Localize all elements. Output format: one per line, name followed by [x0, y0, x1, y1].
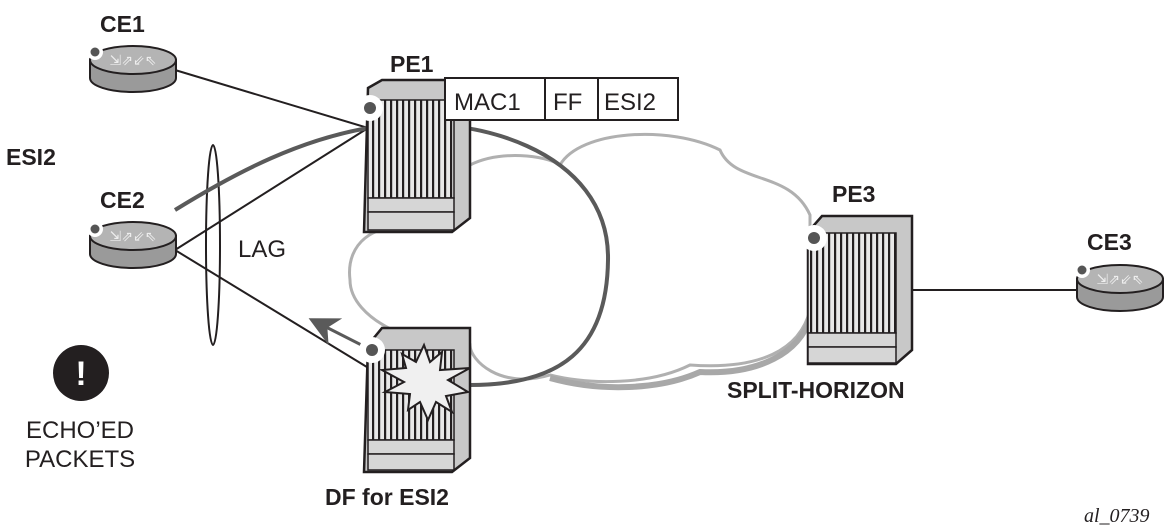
router-arrows-icon: ⇲⇗⇙⇖ [1097, 272, 1144, 288]
pe3-device[interactable] [801, 214, 914, 366]
warning-icon: ! [53, 345, 109, 401]
port-dot-icon [1077, 265, 1087, 275]
ce3-label: CE3 [1087, 229, 1132, 255]
df-pe-device[interactable] [359, 326, 472, 474]
port-dot-icon [90, 224, 100, 234]
mac-cell-esi: ESI2 [604, 89, 656, 116]
pe3-label: PE3 [832, 181, 875, 207]
lag-label: LAG [238, 236, 286, 263]
link-ce2-pe1 [174, 127, 369, 251]
router-arrows-icon: ⇲⇗⇙⇖ [110, 53, 157, 69]
mac-table: MAC1 FF ESI2 [444, 77, 679, 121]
svg-text:!: ! [75, 355, 86, 393]
port-dot-icon [808, 232, 820, 244]
warning-text-line1: ECHO’ED [26, 417, 134, 444]
port-dot-icon [366, 344, 378, 356]
collision-burst-icon [378, 342, 471, 423]
df-label: DF for ESI2 [325, 484, 449, 510]
links [174, 69, 1078, 376]
ce1-router[interactable]: ⇲⇗⇙⇖ [87, 44, 177, 93]
link-ce1-pe1 [174, 69, 369, 129]
port-dot-icon [364, 102, 376, 114]
link-ce2-pe2 [174, 249, 381, 376]
pe1-device[interactable] [357, 78, 472, 234]
router-arrows-icon: ⇲⇗⇙⇖ [110, 229, 157, 245]
ce2-router[interactable]: ⇲⇗⇙⇖ [87, 221, 177, 269]
split-horizon-label: SPLIT-HORIZON [727, 377, 905, 403]
figure-id: al_0739 [1084, 505, 1150, 527]
pe1-label: PE1 [390, 51, 434, 77]
ce3-router[interactable]: ⇲⇗⇙⇖ [1074, 262, 1164, 312]
mac-cell-flag: FF [553, 89, 582, 116]
mac-cell-mac: MAC1 [454, 89, 521, 116]
port-dot-icon [90, 47, 100, 57]
warning-text-line2: PACKETS [25, 446, 135, 473]
ce1-label: CE1 [100, 11, 145, 37]
bum-flow-curve [173, 121, 611, 387]
ce2-label: CE2 [100, 187, 145, 213]
lag-ellipse [205, 144, 221, 346]
esi-label: ESI2 [6, 144, 56, 170]
